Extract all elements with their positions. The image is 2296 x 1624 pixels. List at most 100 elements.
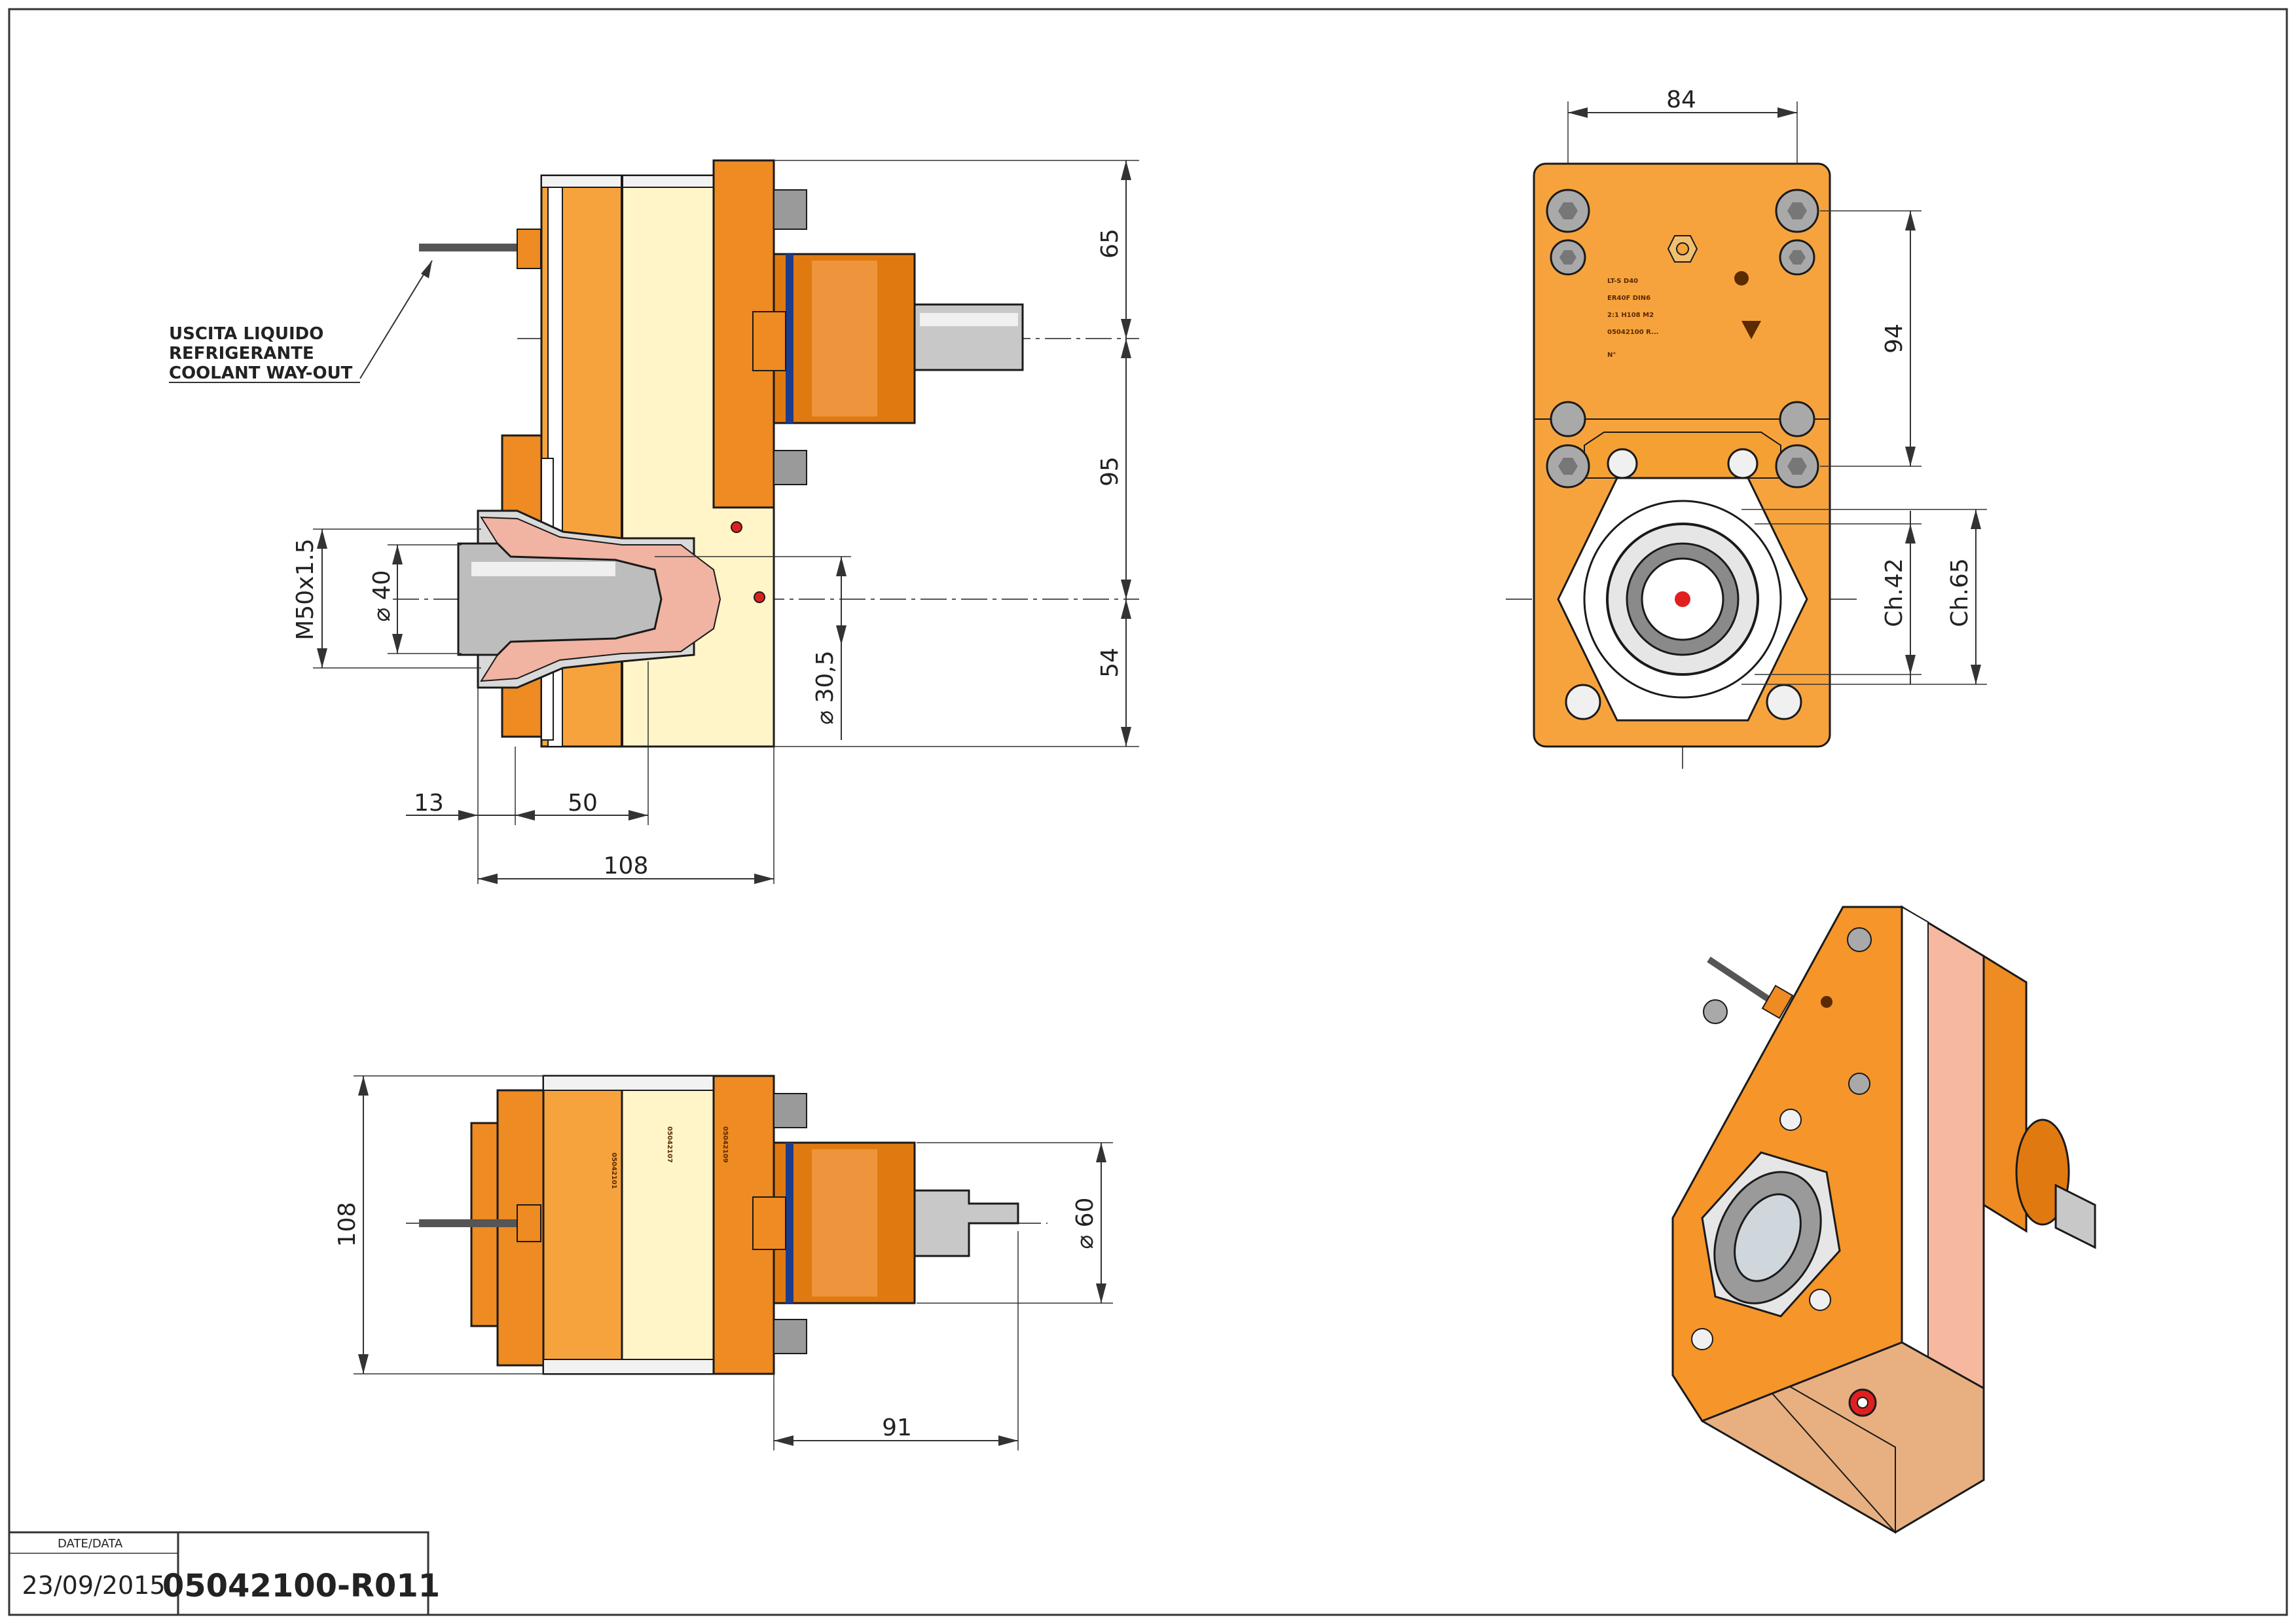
dim-50: 50 [568, 790, 598, 817]
side-view: 65 95 54 M50x1.5 ⌀ 40 ⌀ 30,5 13 50 [169, 159, 1139, 884]
red-marker [731, 521, 742, 533]
dim-arrow [392, 634, 403, 654]
dim-arrow [629, 810, 648, 821]
dim-arrow [836, 625, 847, 645]
dim-arrow [515, 810, 535, 821]
dim-arrow [392, 545, 403, 564]
dim-95: 95 [1097, 456, 1123, 487]
hex-bolt-icon [1607, 448, 1638, 479]
collet-bore-shine [471, 562, 615, 576]
manufacturer-logo-icon [1734, 271, 1749, 286]
hex-bolt-icon [1550, 401, 1586, 437]
dim-65: 65 [1097, 229, 1123, 259]
front-view: LT-S D40 ER40F DIN6 2:1 H108 M2 05042100… [1506, 86, 1987, 773]
iso-side-cover [1901, 906, 1929, 1360]
sheet-border [8, 8, 2288, 1616]
drive-cylinder-highlight [812, 261, 877, 416]
date-label: DATE/DATA [58, 1537, 123, 1551]
iso-bolt [1809, 1289, 1831, 1311]
dim-arrow [1096, 1283, 1106, 1303]
dim-arrow [1121, 599, 1131, 619]
dim-arrow [754, 874, 774, 884]
top-coolant-fitting [517, 1204, 541, 1242]
dim-54: 54 [1097, 648, 1123, 678]
coolant-note-line-1: USCITA LIQUIDO [169, 324, 323, 344]
housing-stamp-3: 05042109 [721, 1126, 729, 1163]
flange-bolt-bottom [773, 450, 807, 485]
manufacturer-logo-icon [1821, 996, 1832, 1008]
top-drive-shaft [913, 1189, 1019, 1257]
center-red-dot [1675, 591, 1690, 607]
dim-arrow [1568, 107, 1588, 118]
hex-bolt-icon [1727, 448, 1758, 479]
dim-dia60: ⌀ 60 [1072, 1198, 1099, 1249]
dim-arrow [1905, 211, 1916, 231]
dim-arrow [317, 648, 327, 668]
dim-94: 94 [1881, 323, 1908, 354]
housing-stamp-2: 05042107 [666, 1126, 673, 1163]
hex-bolt-icon [1546, 189, 1590, 233]
dim-dia30: ⌀ 30,5 [812, 650, 839, 724]
iso-collet-bore [1734, 1193, 1802, 1282]
iso-bolt [1779, 1109, 1802, 1131]
dim-arrow [1121, 580, 1131, 599]
hex-bolt-icon [1550, 239, 1586, 276]
coolant-plug-bore [1676, 242, 1689, 255]
top-housing-cover [621, 1075, 715, 1375]
iso-coolant-pipe [1707, 956, 1770, 1002]
coolant-note-line-2: REFRIGERANTE [169, 344, 314, 363]
iso-drive-block [1982, 954, 2028, 1233]
dim-arrow [358, 1076, 369, 1096]
drawing-date: 23/09/2015 [22, 1571, 165, 1600]
dim-arrow [1121, 339, 1131, 358]
iso-red-plug-bore [1857, 1397, 1868, 1409]
nameplate-line-4: 05042100 R... [1607, 329, 1658, 336]
hex-bolt-icon [1766, 684, 1802, 720]
dim-arrow [1121, 319, 1131, 339]
nameplate-line-5: N° [1607, 352, 1616, 359]
iso-drive-shaft [2054, 1183, 2096, 1249]
dim-108-top: 108 [334, 1202, 361, 1247]
title-block-frame [8, 1531, 429, 1616]
coolant-note-line-3: COOLANT WAY-OUT [169, 363, 353, 383]
iso-bolt [1703, 999, 1728, 1024]
title-block: DATE/DATA 23/09/2015 05042100-R011 [8, 1531, 440, 1616]
dim-arrow [1905, 447, 1916, 466]
dim-dia40: ⌀ 40 [369, 570, 395, 622]
flange-bolt-top [773, 189, 807, 230]
top-view: 05042101 05042107 05042109 108 ⌀ 60 91 [334, 1075, 1113, 1450]
dim-arrow [1121, 727, 1131, 747]
red-marker [754, 591, 765, 603]
dim-108: 108 [604, 853, 649, 879]
dim-13: 13 [414, 790, 444, 817]
dim-arrow [998, 1435, 1018, 1446]
isometric-view [1671, 905, 2096, 1534]
dim-arrow [1971, 509, 1981, 529]
nameplate-line-3: 2:1 H108 M2 [1607, 312, 1654, 319]
dim-arrow [1905, 524, 1916, 544]
drawing-code: 05042100-R011 [162, 1568, 440, 1604]
drive-key [752, 311, 786, 371]
dim-arrow [1121, 160, 1131, 180]
dim-arrow [1777, 107, 1797, 118]
dim-arrow [317, 529, 327, 549]
dim-arrow [836, 557, 847, 576]
iso-coolant-fitting [1761, 984, 1794, 1020]
leader-line [359, 260, 433, 379]
dim-thread: M50x1.5 [292, 538, 319, 640]
dim-91: 91 [882, 1414, 912, 1441]
hex-bolt-icon [1779, 401, 1815, 437]
dim-arrow [458, 810, 478, 821]
top-bolt-lower [773, 1319, 807, 1354]
dim-arrow [774, 1435, 793, 1446]
hex-bolt-icon [1779, 239, 1815, 276]
dim-arrow [1096, 1143, 1106, 1162]
housing-stamp-1: 05042101 [610, 1153, 617, 1189]
top-drive-highlight [812, 1149, 877, 1297]
dim-ch42: Ch.42 [1881, 558, 1908, 627]
direction-arrow-icon [1741, 321, 1761, 339]
dim-arrow [1971, 665, 1981, 684]
leader-arrow [421, 261, 432, 278]
dim-arrow [358, 1354, 369, 1374]
